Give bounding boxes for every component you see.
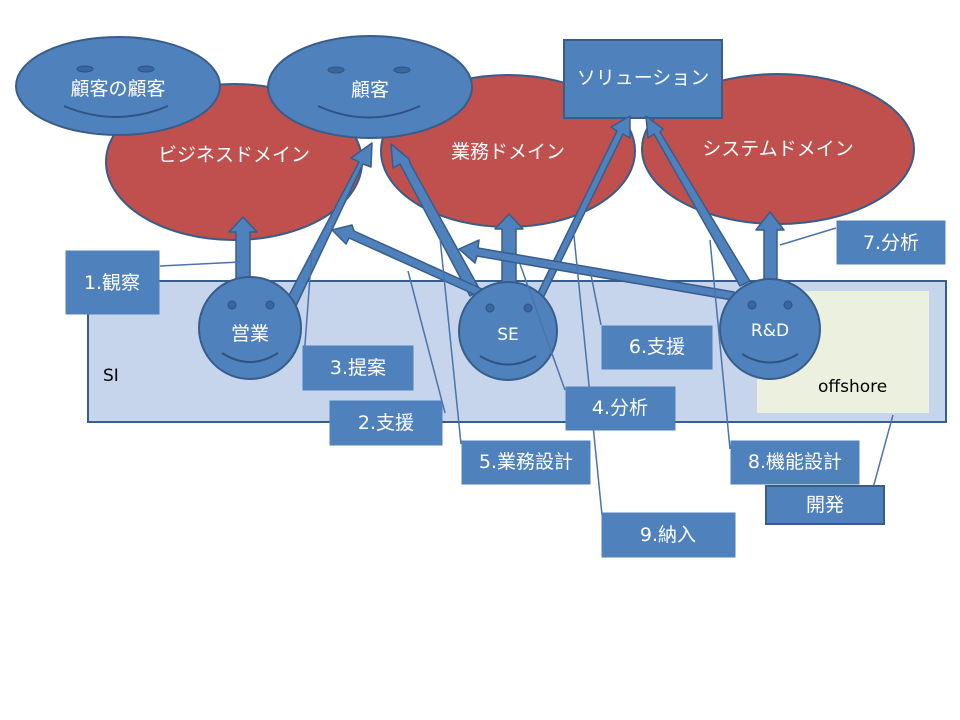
- svg-text:開発: 開発: [806, 494, 844, 516]
- system-domain-label: システムドメイン: [702, 138, 853, 160]
- svg-text:1.観察: 1.観察: [84, 272, 140, 294]
- customers-customer-face: 顧客の顧客: [15, 36, 221, 136]
- svg-text:4.分析: 4.分析: [592, 397, 648, 419]
- arrow-se-to-gyomu: [494, 213, 524, 284]
- arrow-se-to-customer: [390, 143, 481, 297]
- step-5-box: 5.業務設計: [461, 440, 591, 485]
- step-6-box: 6.支援: [601, 325, 713, 370]
- solution-box: [563, 39, 723, 119]
- step-2-box: 2.支援: [329, 400, 443, 446]
- arrow-rd-to-solution: [645, 115, 751, 287]
- svg-text:2.支援: 2.支援: [358, 412, 414, 434]
- arrow-se-to-solution: [536, 115, 631, 299]
- step-7-box: 7.分析: [836, 220, 946, 265]
- customer-label: 顧客: [351, 79, 389, 101]
- connector-s4: [519, 263, 566, 391]
- arrow-rd-to-system: [755, 211, 785, 286]
- si-label: SI: [103, 366, 119, 386]
- connector-s8: [709, 239, 731, 450]
- arrow-sales-to-business: [228, 216, 258, 287]
- se-face: SE: [458, 281, 558, 381]
- offshore-label: offshore: [818, 377, 887, 397]
- svg-text:5.業務設計: 5.業務設計: [479, 451, 573, 473]
- gyomu-domain-label: 業務ドメイン: [451, 141, 565, 163]
- connector-s2: [407, 270, 446, 414]
- connector-s1: [159, 261, 241, 267]
- development-box: 開発: [765, 485, 885, 525]
- sales-label: 営業: [231, 323, 269, 345]
- connector-s3: [303, 249, 313, 359]
- connector-s6: [589, 269, 602, 326]
- arrow-rd-to-gyomu: [458, 239, 735, 301]
- svg-text:8.機能設計: 8.機能設計: [748, 451, 842, 473]
- connector-s7: [779, 227, 837, 246]
- svg-text:3.提案: 3.提案: [330, 357, 386, 379]
- arrow-sales-to-customer: [284, 142, 373, 309]
- svg-text:9.納入: 9.納入: [640, 524, 696, 546]
- connector-dev: [872, 414, 894, 489]
- customer-face: 顧客: [267, 35, 473, 139]
- step-1-box: 1.観察: [65, 250, 160, 315]
- solution-label: ソリューション: [577, 67, 710, 89]
- sales-face: 営業: [198, 276, 302, 380]
- connector-s9: [572, 225, 603, 516]
- customers-customer-label: 顧客の顧客: [70, 78, 165, 100]
- se-label: SE: [497, 325, 519, 345]
- step-4-box: 4.分析: [565, 386, 676, 431]
- svg-text:7.分析: 7.分析: [863, 232, 919, 254]
- svg-text:6.支援: 6.支援: [629, 336, 685, 358]
- rd-label: R&D: [751, 321, 789, 341]
- step-3-box: 3.提案: [302, 345, 414, 391]
- step-9-box: 9.納入: [601, 512, 736, 558]
- rd-face: R&D: [719, 278, 821, 380]
- business-domain-label: ビジネスドメイン: [158, 144, 310, 166]
- step-8-box: 8.機能設計: [730, 440, 860, 485]
- connector-s5: [439, 237, 462, 445]
